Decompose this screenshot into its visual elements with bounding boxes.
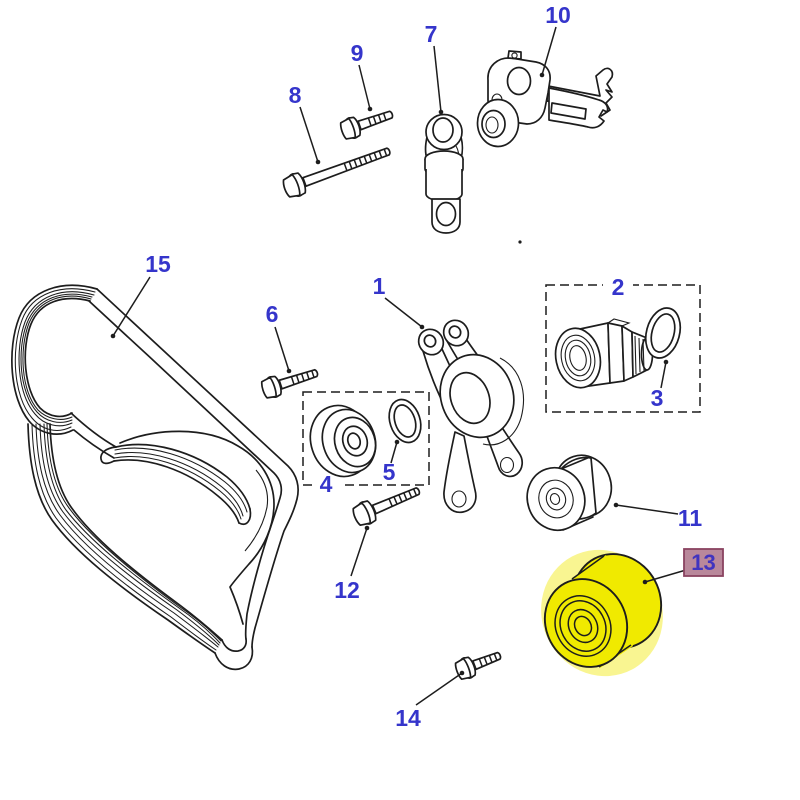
callout-11[interactable]: 11 [678, 505, 703, 531]
leader-15 [110, 276, 151, 339]
callout-5[interactable]: 5 [383, 459, 396, 485]
part-2-adapter [554, 318, 654, 389]
leader-3 [660, 359, 669, 389]
part-4-group [302, 391, 430, 492]
part-1-mounting-arm [417, 319, 525, 514]
leader-11 [613, 502, 679, 515]
callout-6[interactable]: 6 [266, 301, 279, 327]
callout-3[interactable]: 3 [651, 385, 664, 411]
leader-13 [642, 569, 687, 585]
part-2-group [545, 276, 701, 413]
leader-14 [415, 670, 465, 706]
callout-14[interactable]: 14 [395, 705, 421, 731]
callout-1[interactable]: 1 [373, 273, 386, 299]
callout-13[interactable]: 13 [691, 550, 715, 575]
leader-12 [350, 525, 370, 577]
part-3-o-ring [644, 307, 682, 359]
callout-10[interactable]: 10 [545, 2, 571, 28]
leader-8 [299, 106, 321, 165]
callout-4-backing [312, 472, 341, 492]
callout-13-box [683, 548, 724, 577]
leader-1 [384, 297, 425, 330]
part-15-belt [11, 279, 308, 671]
leader-10 [539, 26, 557, 78]
callout-9[interactable]: 9 [351, 40, 364, 66]
callout-4[interactable]: 4 [320, 471, 333, 497]
part-8-bolt [282, 147, 391, 198]
part-6-bolt [260, 368, 319, 399]
leader-6 [274, 326, 292, 374]
leader-7 [433, 45, 444, 115]
dashed-box-4 [302, 391, 430, 486]
mark-dot [518, 240, 522, 244]
callout-7[interactable]: 7 [425, 21, 438, 47]
part-12-bolt [352, 487, 421, 527]
callout-8[interactable]: 8 [289, 82, 302, 108]
callout-12[interactable]: 12 [334, 577, 360, 603]
leader-lines [110, 26, 687, 706]
callout-15[interactable]: 15 [145, 251, 171, 277]
part-13-pulley-highlighted [541, 549, 663, 677]
callout-13-highlighted[interactable]: 13 [683, 548, 724, 577]
part-5-o-ring [388, 398, 422, 444]
leader-9 [358, 64, 373, 112]
part-7-tensioner [424, 113, 464, 234]
part-9-bolt [339, 110, 394, 140]
callout-2-backing [603, 276, 633, 296]
part-11-idler-pulley [526, 454, 613, 532]
part-10-bracket [476, 50, 614, 148]
part-14-bolt [454, 651, 502, 681]
callout-2[interactable]: 2 [612, 274, 625, 300]
callout-labels: 1 2 3 4 5 6 7 8 9 10 11 12 13 14 15 [145, 2, 724, 731]
leader-5 [390, 439, 400, 464]
part-4-pulley [309, 404, 377, 478]
